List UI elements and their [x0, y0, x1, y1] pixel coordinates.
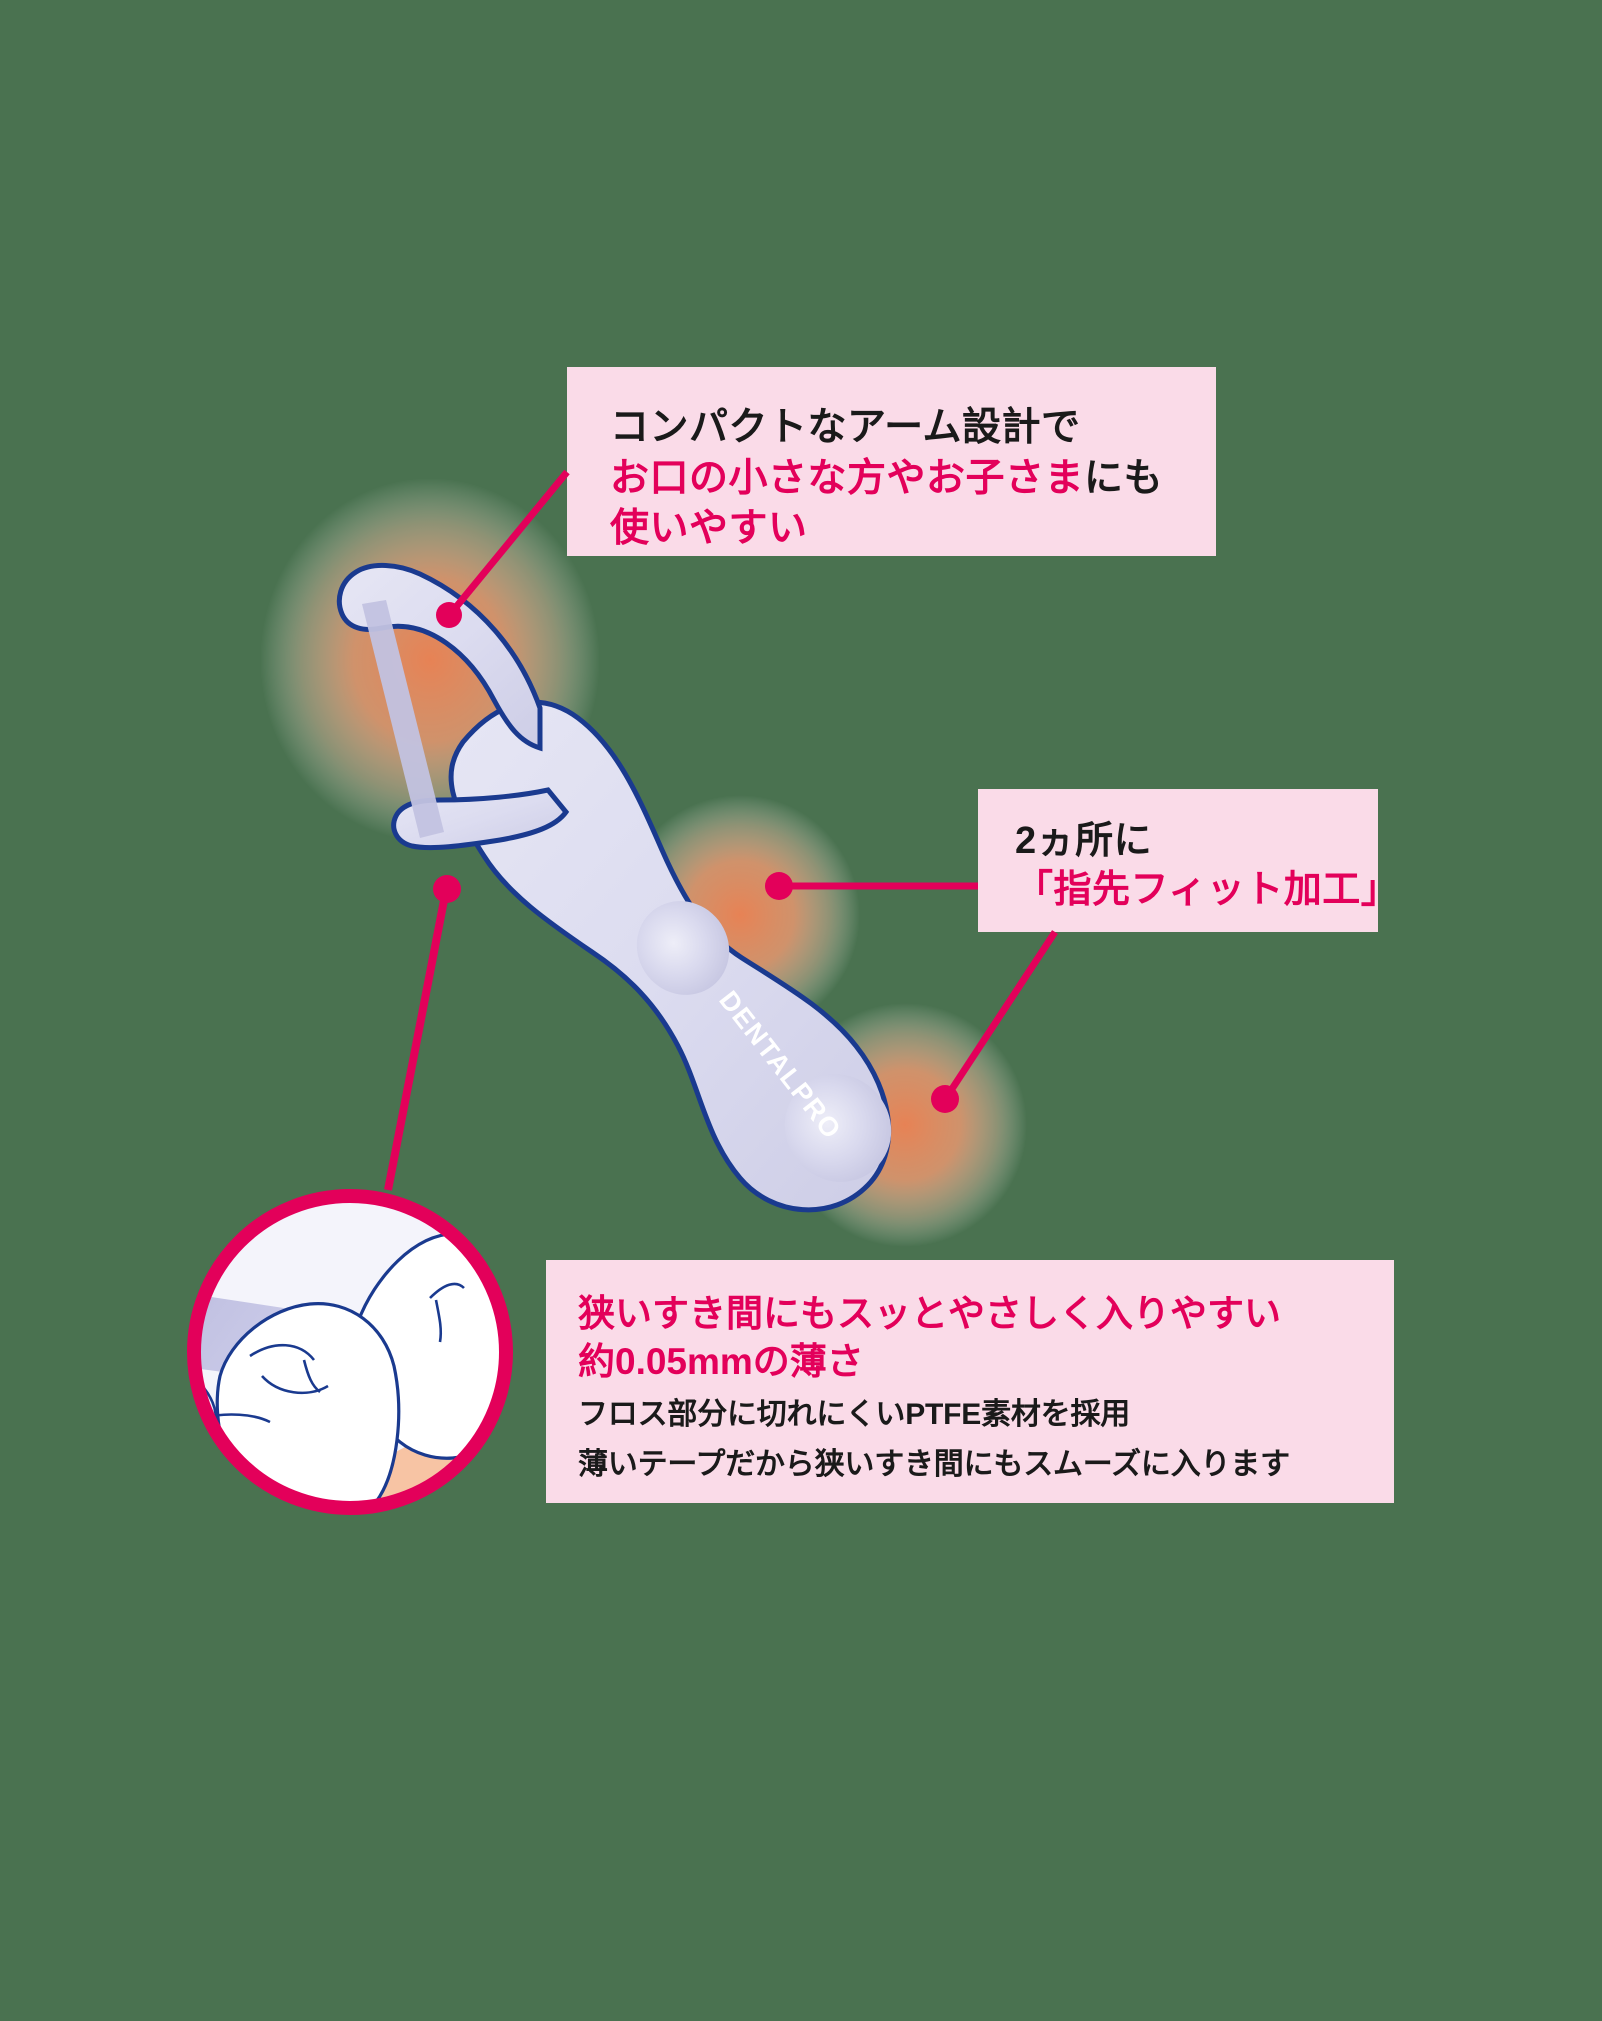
callout-grip-line1: 2ヵ所に: [1015, 820, 1153, 862]
inset-scene: [194, 1196, 506, 1508]
callout-tape-headline1: 狭いすき間にもスッとやさしく入りやすい: [578, 1293, 1281, 1334]
callout-fingertip-fit: 2ヵ所に 「指先フィット加工」: [978, 789, 1400, 932]
callout-grip-line2: 「指先フィット加工」: [1015, 869, 1400, 912]
inset-ring: [187, 1189, 513, 1515]
fingertip-grip-upper: [636, 901, 730, 995]
callout-arm-line2-pink: お口の小さな方やお子さま: [610, 456, 1085, 500]
callout-thin-tape: 狭いすき間にもスッとやさしく入りやすい 約0.05mmの薄さ フロス部分に切れに…: [546, 1260, 1394, 1503]
callout-arm-line1: コンパクトなアーム設計で: [610, 406, 1081, 449]
callout-tape-body2: 薄いテープだから狭いすき間にもスムーズに入ります: [578, 1447, 1290, 1481]
callout-compact-arm: コンパクトなアーム設計で お口の小さな方やお子さまにも 使いやすい: [567, 367, 1216, 556]
callout-tape-body1: フロス部分に切れにくいPTFE素材を採用: [578, 1398, 1131, 1432]
callout-arm-line2: お口の小さな方やお子さまにも: [610, 454, 1216, 505]
callout-arm-line2-dark: にも: [1084, 456, 1164, 500]
fingertip-grip-lower: [784, 1074, 892, 1182]
callout-arm-line3: 使いやすい: [610, 507, 808, 551]
callout-tape-headline2: 約0.05mmの薄さ: [578, 1341, 864, 1383]
floss-pick-fork: [336, 562, 570, 851]
magnified-inset: [187, 1189, 513, 1515]
